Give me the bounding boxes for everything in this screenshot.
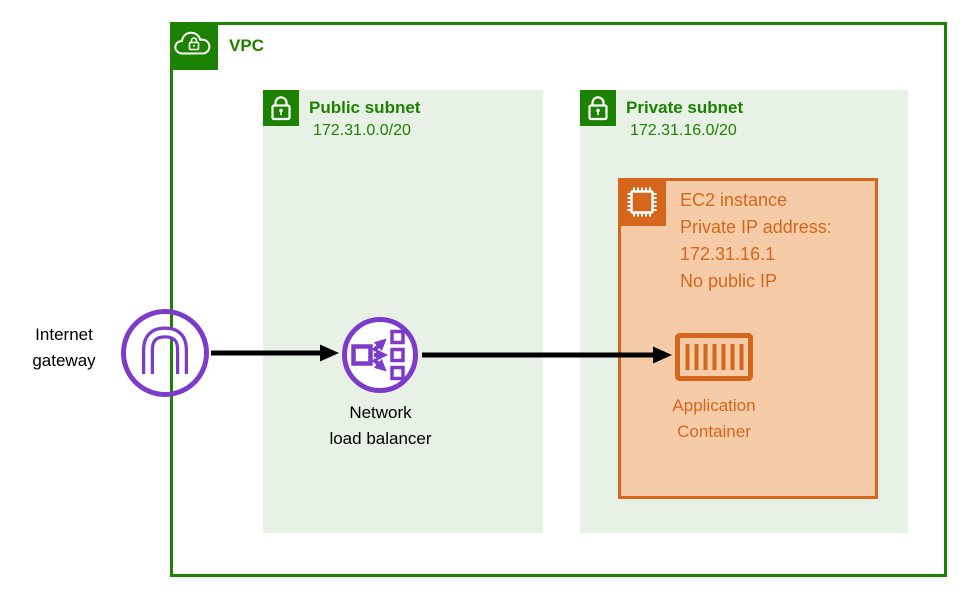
public-subnet-cidr: 172.31.0.0/20 (313, 122, 411, 139)
ec2-chip-icon (618, 178, 666, 226)
network-load-balancer-icon (338, 313, 422, 397)
vpc-label: VPC (229, 36, 264, 55)
internet-gateway-icon (117, 305, 213, 401)
private-subnet-lock-icon (580, 90, 616, 126)
ec2-private-ip-label: Private IP address: (680, 217, 832, 237)
ec2-instance-text: EC2 instance Private IP address: 172.31.… (680, 187, 832, 295)
ec2-title: EC2 instance (680, 190, 788, 210)
vpc-box: VPC (170, 22, 947, 577)
private-subnet-cidr: 172.31.16.0/20 (630, 122, 737, 139)
private-subnet-title: Private subnet (626, 98, 744, 117)
ec2-private-ip-value: 172.31.16.1 (680, 244, 776, 264)
public-subnet-lock-icon (263, 90, 299, 126)
application-container-icon (675, 333, 753, 381)
internet-gateway-label: Internet gateway (32, 325, 96, 370)
ec2-no-public-ip: No public IP (680, 271, 778, 291)
network-load-balancer-label: Network load balancer (329, 403, 432, 448)
application-container-label: Application Container (672, 396, 756, 441)
public-subnet-box: Public subnet 172.31.0.0/20 (263, 90, 543, 533)
ec2-instance-box: EC2 instance Private IP address: 172.31.… (618, 178, 878, 499)
vpc-cloud-lock-icon (170, 22, 218, 70)
public-subnet-title: Public subnet (309, 98, 421, 117)
